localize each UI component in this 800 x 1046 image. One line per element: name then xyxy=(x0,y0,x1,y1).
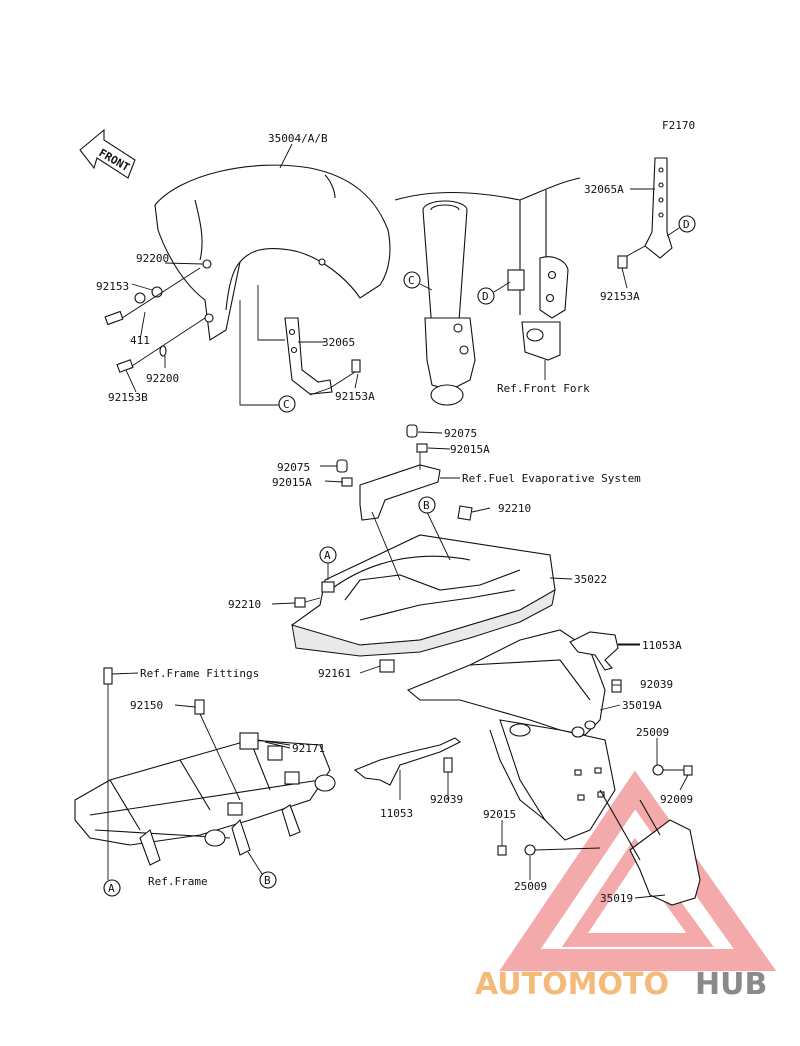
label-32065A: 32065A xyxy=(584,183,624,196)
callout-c-fork-text: C xyxy=(408,274,415,287)
label-11053A: 11053A xyxy=(642,639,682,652)
label-92153A-right: 92153A xyxy=(600,290,640,303)
callout-d-bracket-text: D xyxy=(683,218,690,231)
label-35019A: 35019A xyxy=(622,699,662,712)
callout-a-tray-text: A xyxy=(324,549,331,562)
rear-tray-35022 xyxy=(291,511,556,673)
label-92210-b: 92210 xyxy=(228,598,261,611)
callout-b-tray: B xyxy=(418,496,436,514)
label-35022: 35022 xyxy=(574,573,607,586)
front-fender xyxy=(154,164,391,341)
part-labels: 35004/A/B 92200 92153 411 92200 92153B 3… xyxy=(96,132,693,905)
fender-bolts-left xyxy=(104,267,206,373)
label-92150: 92150 xyxy=(130,699,163,712)
callout-a-frame: A xyxy=(103,879,121,897)
label-92161: 92161 xyxy=(318,667,351,680)
label-92015A-a: 92015A xyxy=(450,443,490,456)
label-92200-a: 92200 xyxy=(136,252,169,265)
callout-d-fork-text: D xyxy=(482,290,489,303)
callout-d-bracket: D xyxy=(666,215,696,237)
label-ref-front-fork: Ref.Front Fork xyxy=(497,382,590,395)
rear-fender-35019A xyxy=(406,629,622,841)
label-411: 411 xyxy=(130,334,150,347)
label-25009-a: 25009 xyxy=(636,726,669,739)
label-92171: 92171 xyxy=(292,742,325,755)
label-92015: 92015 xyxy=(483,808,516,821)
callout-c-fork: C xyxy=(403,271,433,291)
label-92153: 92153 xyxy=(96,280,129,293)
label-32065: 32065 xyxy=(322,336,355,349)
rear-frame xyxy=(74,667,336,880)
front-fork xyxy=(394,177,581,406)
watermark-text-part1: AUTOMOTO xyxy=(475,967,669,1002)
label-92015A-b: 92015A xyxy=(272,476,312,489)
fuel-evap-bracket xyxy=(336,424,473,521)
label-92210-a: 92210 xyxy=(498,502,531,515)
label-11053: 11053 xyxy=(380,807,413,820)
watermark-text: AUTOMOTO HUB xyxy=(475,967,767,1002)
front-arrow-icon: FRONT xyxy=(79,128,136,179)
label-92153B: 92153B xyxy=(108,391,148,404)
label-ref-frame: Ref.Frame xyxy=(148,875,208,888)
label-ref-frame-fittings: Ref.Frame Fittings xyxy=(140,667,259,680)
callout-b-frame-text: B xyxy=(264,874,271,887)
mud-flap-35019 xyxy=(497,764,701,906)
watermark-text-part2: HUB xyxy=(695,967,767,1002)
bracket-32065 xyxy=(239,285,361,406)
callout-a-frame-text: A xyxy=(108,882,115,895)
callout-b-tray-text: B xyxy=(423,499,430,512)
label-35004: 35004/A/B xyxy=(268,132,328,145)
label-92153A-left: 92153A xyxy=(335,390,375,403)
callout-d-fork: D xyxy=(477,281,511,305)
bracket-32065A xyxy=(617,157,673,269)
bracket-11053A xyxy=(569,631,640,671)
label-leaders xyxy=(111,143,689,899)
label-92039-b: 92039 xyxy=(430,793,463,806)
label-25009-b: 25009 xyxy=(514,880,547,893)
callout-c-left: C xyxy=(278,395,296,413)
label-92075-b: 92075 xyxy=(277,461,310,474)
callout-a-tray: A xyxy=(319,546,337,580)
callout-b-frame: B xyxy=(247,851,277,889)
label-92075-a: 92075 xyxy=(444,427,477,440)
figure-code: F2170 xyxy=(662,119,695,132)
label-35019: 35019 xyxy=(600,892,633,905)
bracket-11053 xyxy=(353,737,462,800)
callout-c-left-text: C xyxy=(283,398,290,411)
label-ref-fuel: Ref.Fuel Evaporative System xyxy=(462,472,641,485)
label-92039-a: 92039 xyxy=(640,678,673,691)
label-92009: 92009 xyxy=(660,793,693,806)
label-92200-b: 92200 xyxy=(146,372,179,385)
